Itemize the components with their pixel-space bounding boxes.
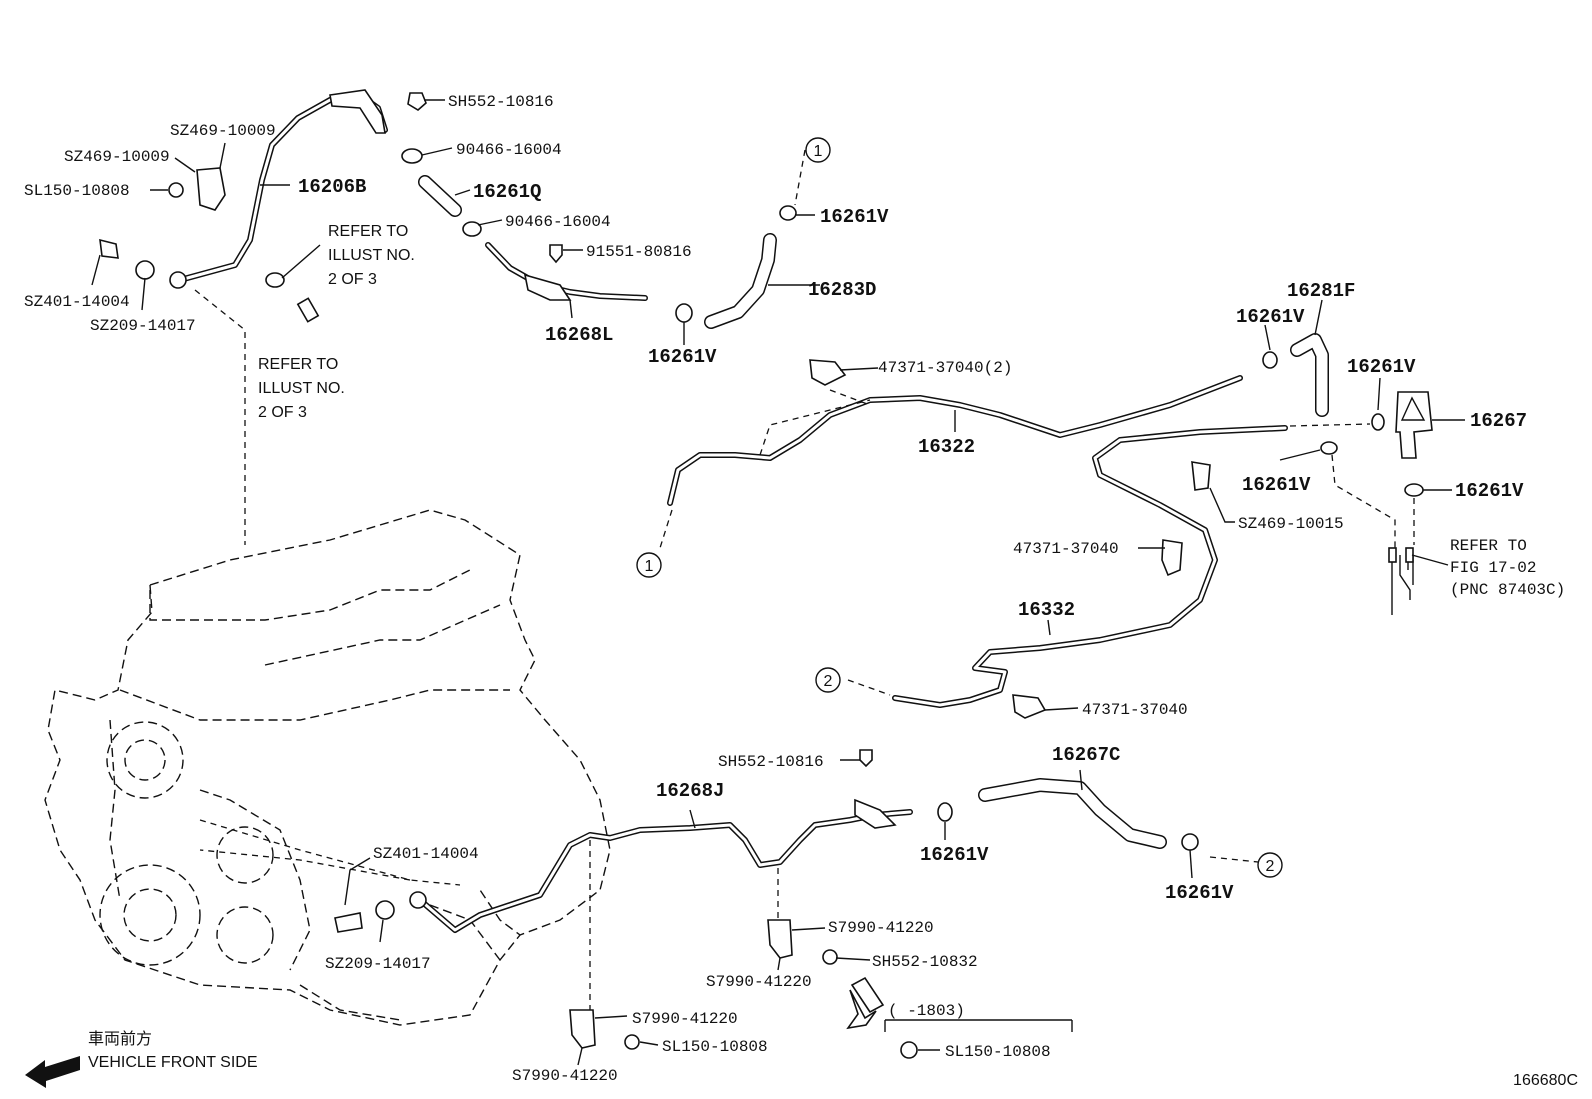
refer-fig-line-2: FIG 17-02 xyxy=(1450,559,1536,577)
refer-illust-b-line-2: ILLUST NO. xyxy=(258,380,345,397)
label-s7990-41220-b: S7990-41220 xyxy=(706,973,812,991)
label-range-note: ( -1803) xyxy=(888,1002,965,1020)
part-labels: SH552-10816 90466-16004 16261Q 90466-160… xyxy=(24,93,1527,1085)
label-sh552-10832: SH552-10832 xyxy=(872,953,978,971)
label-16261v-g: 16261V xyxy=(920,844,989,866)
label-sl150-10808-top: SL150-10808 xyxy=(24,182,130,200)
pipe-16332 xyxy=(892,425,1288,708)
refer-stub-illust xyxy=(296,297,320,323)
brackets xyxy=(196,167,1211,1049)
pipe-16268l xyxy=(485,242,648,301)
front-arrow-icon xyxy=(25,1056,80,1088)
callout-circle-1-bottom: 1 xyxy=(645,558,654,575)
label-90466-16004-a: 90466-16004 xyxy=(456,141,562,159)
label-16332: 16332 xyxy=(1018,599,1075,621)
label-16261v-d: 16261V xyxy=(1347,356,1416,378)
label-16206b: 16206B xyxy=(298,176,366,198)
label-16261v-b: 16261V xyxy=(648,346,717,368)
arrow-direction-icon xyxy=(846,976,885,1030)
label-16267c: 16267C xyxy=(1052,744,1120,766)
engine-outline xyxy=(44,509,611,1026)
label-16261v-a: 16261V xyxy=(820,206,889,228)
label-s7990-41220-a: S7990-41220 xyxy=(828,919,934,937)
leader-lines xyxy=(91,99,1465,1066)
dashed-reference-lines xyxy=(194,149,1415,1010)
label-sz401-14004-top: SZ401-14004 xyxy=(24,293,130,311)
label-sz469-10009-a: SZ469-10009 xyxy=(170,122,276,140)
callout-circles: 1 1 2 2 xyxy=(636,137,1283,878)
label-47371-37040-a: 47371-37040 xyxy=(1013,540,1119,558)
label-sz469-10015: SZ469-10015 xyxy=(1238,515,1344,533)
label-sz209-14017-bottom: SZ209-14017 xyxy=(325,955,431,973)
label-sz401-14004-bottom: SZ401-14004 xyxy=(373,845,479,863)
pipe-16206b xyxy=(169,89,388,289)
callout-circle-1-top: 1 xyxy=(814,143,823,160)
label-91551-80816: 91551-80816 xyxy=(586,243,692,261)
label-sz469-10009-b: SZ469-10009 xyxy=(64,148,170,166)
refer-illust-b-line-1: REFER TO xyxy=(258,356,338,373)
label-16261v-f: 16261V xyxy=(1455,480,1524,502)
clamps xyxy=(99,92,1424,1059)
label-47371-37040-b: 47371-37040 xyxy=(1082,701,1188,719)
label-16261v-c: 16261V xyxy=(1236,306,1305,328)
label-sh552-10816-top: SH552-10816 xyxy=(448,93,554,111)
refer-notes: REFER TO ILLUST NO. 2 OF 3 REFER TO ILLU… xyxy=(258,223,1565,599)
refer-illust-a-line-1: REFER TO xyxy=(328,223,408,240)
label-16261q: 16261Q xyxy=(473,181,541,203)
label-16261v-h: 16261V xyxy=(1165,882,1234,904)
label-16322: 16322 xyxy=(918,436,975,458)
label-90466-16004-b: 90466-16004 xyxy=(505,213,611,231)
label-sl150-10808-bottom: SL150-10808 xyxy=(945,1043,1051,1061)
label-16281f: 16281F xyxy=(1287,280,1355,302)
label-16268l: 16268L xyxy=(545,324,613,346)
label-sh552-10816-bottom: SH552-10816 xyxy=(718,753,824,771)
callout-circle-2-left: 2 xyxy=(824,673,833,690)
label-sz209-14017-top: SZ209-14017 xyxy=(90,317,196,335)
label-16283d: 16283D xyxy=(808,279,876,301)
label-47371-37040-2: 47371-37040(2) xyxy=(878,359,1012,377)
pipe-16268j xyxy=(409,798,913,933)
label-s7990-41220-c: S7990-41220 xyxy=(632,1010,738,1028)
vehicle-front-indicator: 車両前方 VEHICLE FRONT SIDE xyxy=(25,1030,258,1088)
hose-16283d xyxy=(704,233,777,329)
hose-16267c xyxy=(978,778,1167,849)
label-16268j: 16268J xyxy=(656,780,724,802)
hose-16261q xyxy=(418,175,462,217)
refer-fig-line-3: (PNC 87403C) xyxy=(1450,581,1565,599)
label-16267: 16267 xyxy=(1470,410,1527,432)
refer-illust-a-line-2: ILLUST NO. xyxy=(328,247,415,264)
callout-circle-2-right: 2 xyxy=(1266,858,1275,875)
vehicle-front-japanese: 車両前方 xyxy=(88,1030,152,1048)
figure-id: 166680C xyxy=(1513,1072,1578,1089)
label-sl150-10808-mid: SL150-10808 xyxy=(662,1038,768,1056)
label-16261v-e: 16261V xyxy=(1242,474,1311,496)
hose-16267 xyxy=(1395,391,1433,459)
refer-fig-line-1: REFER TO xyxy=(1450,537,1527,555)
refer-illust-a-line-3: 2 OF 3 xyxy=(328,271,377,288)
hose-16281f xyxy=(1290,333,1329,417)
refer-illust-b-line-3: 2 OF 3 xyxy=(258,404,307,421)
label-s7990-41220-d: S7990-41220 xyxy=(512,1067,618,1085)
vehicle-front-english: VEHICLE FRONT SIDE xyxy=(88,1054,258,1071)
refer-stub-fig xyxy=(1388,547,1414,615)
